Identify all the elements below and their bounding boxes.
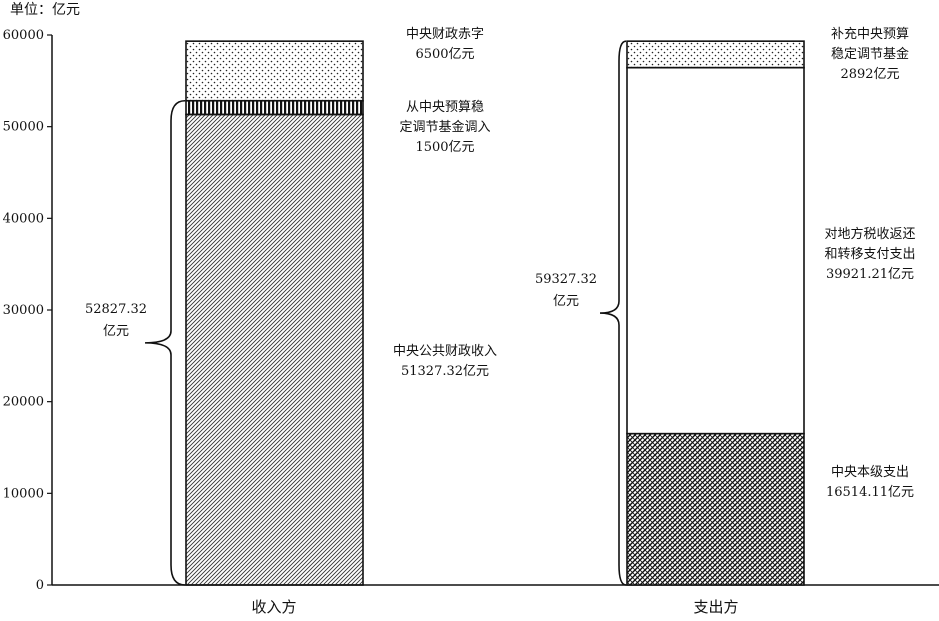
segment-label: 补充中央预算 (831, 26, 909, 42)
category-label: 支出方 (693, 598, 738, 616)
y-tick-label: 0 (36, 578, 44, 593)
bar-segment (185, 40, 364, 102)
bar-segment (185, 99, 364, 116)
y-tick-label: 60000 (3, 28, 44, 43)
bar-segment (626, 40, 805, 69)
segment-label: 16514.11亿元 (826, 485, 914, 500)
brace-shape (144, 99, 186, 586)
y-tick-label: 20000 (3, 395, 44, 410)
segment-label: 从中央预算稳 (406, 99, 484, 115)
brace-total-label: 亿元 (553, 294, 579, 309)
brace-total-label: 亿元 (103, 324, 129, 339)
segment-label: 中央公共财政收入 (393, 344, 497, 359)
bar-segment (626, 432, 805, 586)
segment-label: 51327.32亿元 (401, 364, 489, 379)
stacked-bars (185, 40, 805, 586)
brace-total-label: 59327.32 (535, 272, 597, 287)
segment-label: 中央本级支出 (831, 465, 909, 480)
unit-label: 单位：亿元 (10, 2, 80, 18)
segment-label: 中央财政赤字 (406, 27, 484, 42)
brace-total-label: 52827.32 (85, 302, 147, 317)
segment-label: 2892亿元 (840, 67, 899, 82)
y-tick-label: 30000 (3, 303, 44, 318)
segment-label: 6500亿元 (415, 47, 474, 62)
bar-segment (185, 113, 364, 586)
y-tick-label: 50000 (3, 120, 44, 135)
brace-shape (599, 40, 627, 586)
segment-label: 39921.21亿元 (826, 267, 914, 282)
bar-segment (626, 66, 805, 435)
segment-label: 定调节基金调入 (399, 119, 490, 135)
y-tick-label: 40000 (3, 211, 44, 226)
segment-label: 和转移支付支出 (824, 247, 915, 262)
y-tick-label: 10000 (3, 486, 44, 501)
total-braces: 52827.32 亿元 59327.32 亿元 (85, 40, 627, 586)
segment-label: 对地方税收返还 (824, 226, 915, 242)
category-label: 收入方 (251, 598, 296, 616)
segment-label: 稳定调节基金 (831, 46, 909, 62)
category-labels: 收入方 支出方 (251, 598, 738, 616)
segment-label: 1500亿元 (415, 140, 474, 155)
